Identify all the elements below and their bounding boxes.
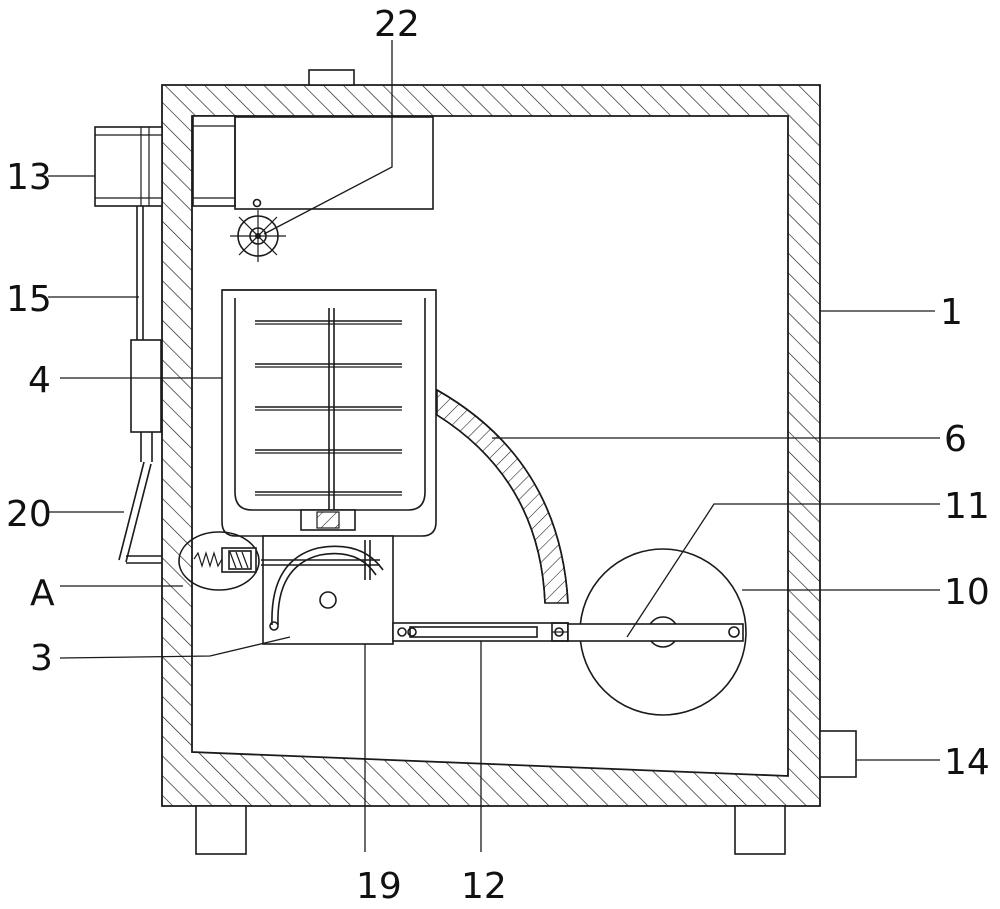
leader-lines [48, 40, 940, 852]
label-1: 1 [940, 292, 963, 333]
label-4: 4 [28, 360, 51, 401]
label-6: 6 [944, 419, 967, 460]
label-13: 13 [6, 157, 52, 198]
label-20: 20 [6, 494, 52, 535]
top-cap [308, 69, 355, 86]
fan-22 [230, 198, 286, 262]
tank-4 [221, 289, 437, 537]
right-leg [734, 805, 786, 855]
slide-bar-12 [392, 622, 569, 642]
label-12: 12 [461, 866, 507, 907]
label-19: 19 [356, 866, 402, 907]
top-box [234, 116, 434, 210]
label-22: 22 [374, 4, 420, 45]
label-a: A [30, 573, 55, 614]
left-leg [195, 805, 247, 855]
label-11: 11 [944, 486, 990, 527]
detail-a [178, 531, 260, 591]
label-15: 15 [6, 279, 52, 320]
label-10: 10 [944, 572, 990, 613]
wheel-10 [552, 548, 747, 716]
label-14: 14 [944, 742, 990, 783]
motor-13 [94, 126, 163, 207]
label-3: 3 [30, 638, 53, 679]
chute-6 [436, 388, 569, 604]
inner-motor [192, 115, 236, 207]
handle-20 [118, 461, 162, 564]
rod-19 [364, 540, 371, 852]
rod-15 [130, 206, 162, 462]
outlet-14 [819, 730, 857, 778]
box-3 [261, 535, 394, 645]
